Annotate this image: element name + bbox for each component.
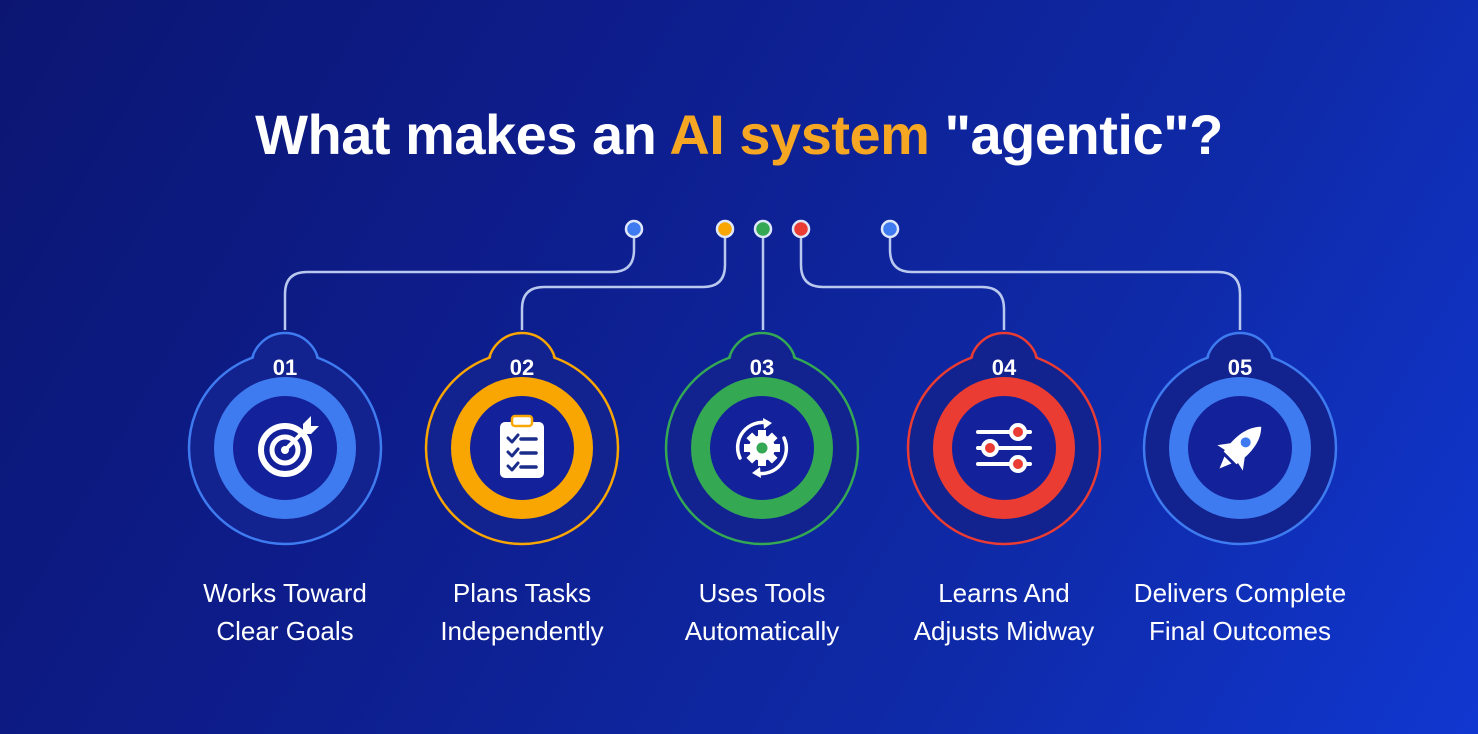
step-label-line-2: Adjusts Midway (913, 616, 1095, 646)
connector-dot (880, 219, 900, 239)
title-part-2: "agentic"? (929, 103, 1223, 166)
title-highlight: AI system (669, 103, 930, 166)
connector-dot (753, 219, 773, 239)
step-number: 05 (1228, 355, 1252, 380)
step-label-line-2: Final Outcomes (1148, 616, 1332, 646)
step-label-line-1: Uses Tools (698, 578, 826, 608)
connector-dot (715, 219, 735, 239)
step-number: 04 (992, 355, 1017, 380)
connector-dot (791, 219, 811, 239)
target-icon (258, 416, 319, 477)
rocket-icon (1217, 426, 1262, 471)
sliders-icon (976, 423, 1032, 473)
step-number: 02 (510, 355, 534, 380)
step-01: 01 (187, 331, 383, 546)
step-03: 03 (664, 331, 860, 546)
step-label-line-2: Independently (440, 616, 604, 646)
title-part-1: What makes an (255, 103, 670, 166)
step-label-line-2: Automatically (684, 616, 840, 646)
connector-line (799, 229, 1006, 330)
connector-line (283, 229, 636, 330)
clipboard-checklist-icon (500, 414, 544, 478)
connector-dot (624, 219, 644, 239)
step-05: 05 (1142, 331, 1338, 546)
page-title: What makes an AI system "agentic"? (0, 102, 1478, 167)
step-label-line-1: Works Toward (203, 578, 367, 608)
step-number: 03 (750, 355, 774, 380)
step-02: 02 (424, 331, 620, 546)
step-label-line-1: Learns And (938, 578, 1070, 608)
step-04: 04 (906, 331, 1102, 546)
gear-cycle-icon (735, 418, 789, 478)
step-label-line-2: Clear Goals (216, 616, 354, 646)
step-number: 01 (273, 355, 297, 380)
connector-line (888, 229, 1242, 330)
step-label-line-1: Plans Tasks (452, 578, 592, 608)
step-label-line-1: Delivers Complete (1133, 578, 1347, 608)
connector-line (520, 229, 727, 330)
